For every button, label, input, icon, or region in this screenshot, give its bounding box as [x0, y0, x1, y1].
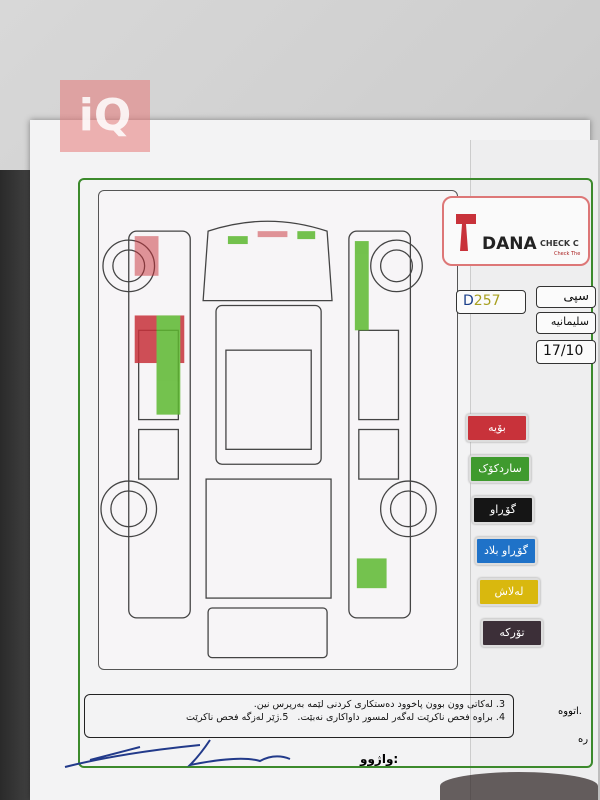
note-4: 4. براوە فحص ناكرێت لەگەر لمسور داواكاری…	[297, 712, 505, 723]
watermark-logo: iQ	[60, 80, 150, 152]
finger-shadow	[440, 772, 598, 800]
partial-text-a: اتووە.	[558, 706, 582, 717]
note-5: 5.ژێر لەزگە فحص ناكرێت	[185, 712, 289, 723]
note-4-5: 4. براوە فحص ناكرێت لەگەر لمسور داواكاری…	[93, 711, 505, 724]
legend-item: بۆیه	[466, 414, 528, 442]
hood-top-view	[202, 220, 333, 302]
note-3: 3. لەكاتی وون بوون پاخوود دەستكاری كردنی…	[253, 699, 505, 710]
roof	[225, 349, 312, 450]
legend-item: گۆڕاو بلاد	[475, 537, 537, 565]
code-number: 257	[473, 293, 501, 309]
notes-box: 3. لەكاتی وون بوون پاخوود دەستكاری كردنی…	[84, 694, 514, 738]
truck-bed	[205, 478, 332, 599]
rear-right-wheel	[379, 480, 437, 538]
dana-logo: DANA CHECK C Check The	[442, 196, 590, 266]
legend-item: گۆڕاو	[472, 496, 534, 524]
car-outline-drawing	[100, 220, 437, 659]
front-right-wheel	[370, 239, 423, 293]
handwritten-signature	[64, 739, 291, 768]
legend-item: لەلاش	[478, 578, 540, 606]
right-side-body	[348, 230, 412, 619]
legend-item: ساردکۆک	[469, 455, 531, 483]
inspection-code: D257	[456, 290, 526, 314]
logo-tagline: Check The	[554, 251, 581, 257]
partial-text-b: ره	[578, 734, 589, 745]
code-prefix: D	[463, 293, 474, 309]
sheet-border	[78, 178, 593, 768]
date-field: 17/10	[536, 340, 596, 364]
car-color-field: سپی	[536, 286, 596, 308]
legend-item: تۆرکە	[481, 619, 543, 647]
logo-sub: CHECK C	[540, 239, 579, 248]
rear-left-wheel	[100, 480, 158, 538]
left-side-body	[128, 230, 191, 619]
logo-brand: DANA	[482, 234, 537, 254]
rear-bumper	[207, 607, 328, 659]
city-field: سلیمانیه	[536, 312, 596, 334]
spray-gun-icon	[456, 214, 476, 251]
car-diagram	[98, 190, 458, 670]
signature-label: واژوو:	[360, 752, 399, 766]
